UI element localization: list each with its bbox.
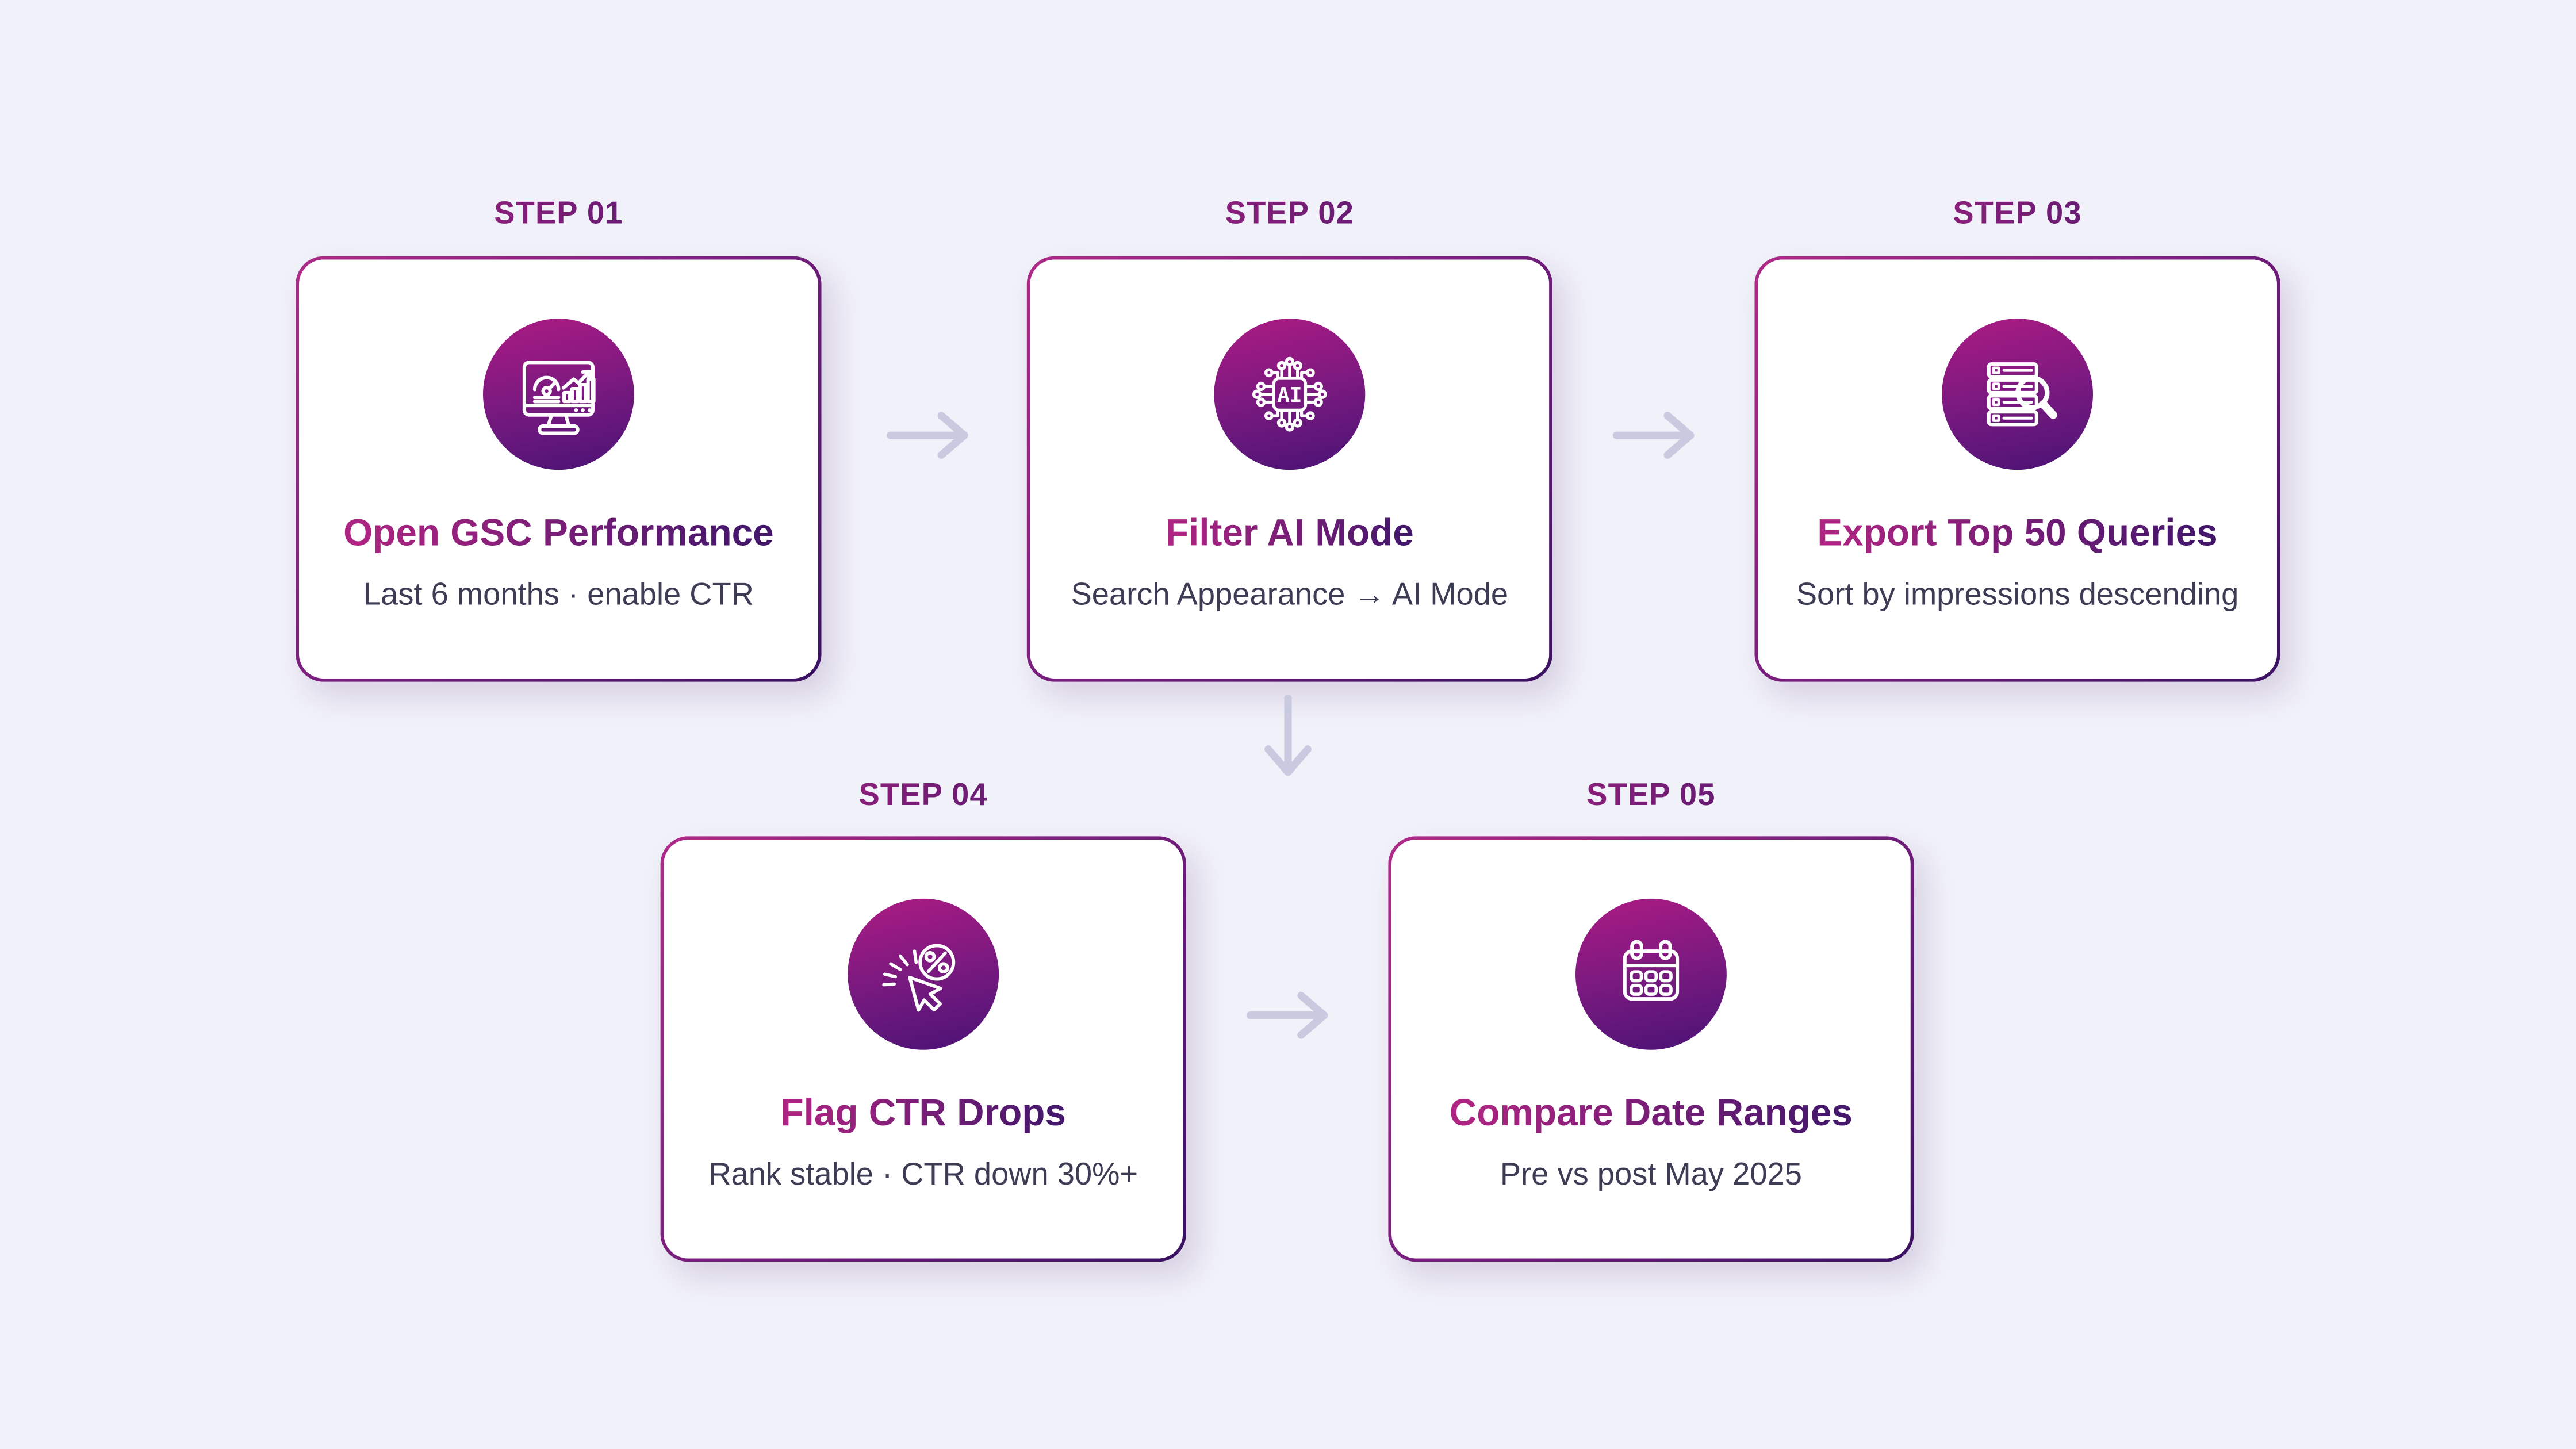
database-search-icon <box>1942 319 2093 470</box>
step-03-title: Export Top 50 Queries <box>1817 509 2217 557</box>
step-05-subtitle: Pre vs post May 2025 <box>1500 1158 1802 1193</box>
step-02-card: AI Filter AI Mode Search Appearance <box>1027 256 1552 682</box>
step-03-subtitle: Sort by impressions descending <box>1796 578 2239 613</box>
step-02-label: STEP 02 <box>1027 197 1552 237</box>
cursor-click-percent-icon <box>848 898 999 1050</box>
step-04-title: Flag CTR Drops <box>780 1089 1066 1137</box>
ai-chip-text: AI <box>1277 384 1302 407</box>
step-04-label: STEP 04 <box>661 779 1186 818</box>
step-01-label: STEP 01 <box>296 197 821 237</box>
step-01-subtitle: Last 6 months · enable CTR <box>363 578 754 613</box>
calendar-icon <box>1575 898 1727 1050</box>
step-04-subtitle: Rank stable · CTR down 30%+ <box>708 1158 1138 1193</box>
dashboard-monitor-icon <box>482 319 634 470</box>
step-05-card: Compare Date Ranges Pre vs post May 2025 <box>1388 836 1914 1262</box>
step-05-title: Compare Date Ranges <box>1450 1089 1853 1137</box>
step-03-label: STEP 03 <box>1754 197 2280 237</box>
ai-chip-icon: AI <box>1214 319 1366 470</box>
step-02-subtitle: Search Appearance → AI Mode <box>1071 578 1509 613</box>
step-05-label: STEP 05 <box>1388 779 1914 818</box>
arrow-right-step4-step5-icon <box>1246 991 1328 1039</box>
step-02-title: Filter AI Mode <box>1166 509 1414 557</box>
step-03-card: Export Top 50 Queries Sort by impression… <box>1754 256 2280 682</box>
arrow-down-step2-icon <box>1264 694 1312 776</box>
step-01-title: Open GSC Performance <box>343 509 774 557</box>
step-01-card: Open GSC Performance Last 6 months · ena… <box>296 256 821 682</box>
arrow-right-step2-step3-icon <box>1612 412 1695 459</box>
arrow-right-step1-step2-icon <box>886 412 968 459</box>
step-04-card: Flag CTR Drops Rank stable · CTR down 30… <box>661 836 1186 1262</box>
